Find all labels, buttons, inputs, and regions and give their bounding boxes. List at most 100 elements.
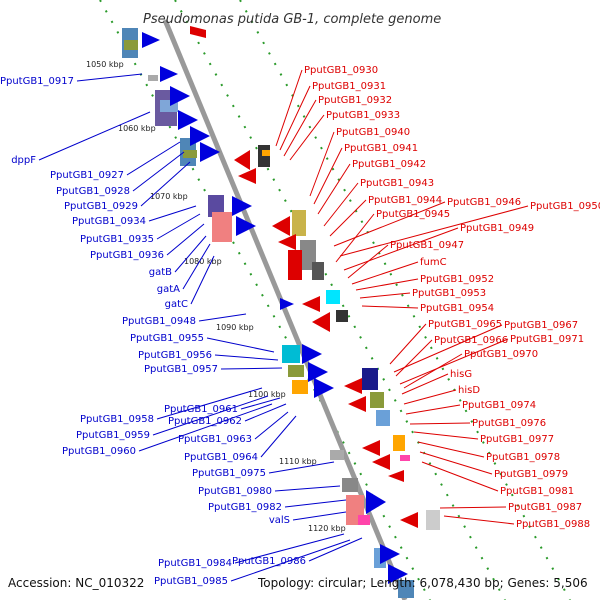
left-leader-line [148, 205, 197, 222]
gene-label-left[interactable]: PputGB1_0982 [208, 502, 282, 513]
right-leader-line [313, 147, 343, 205]
gene-label-left[interactable]: PputGB1_0984 [158, 558, 232, 569]
gene-label-right[interactable]: PputGB1_0942 [352, 159, 426, 170]
gene-label-right[interactable]: PputGB1_0950 [530, 201, 600, 212]
left-leader-line [292, 511, 347, 521]
kbp-mark: 1080 kbp [184, 257, 222, 266]
gene-label-left[interactable]: PputGB1_0959 [76, 430, 150, 441]
right-leader-line [335, 213, 375, 263]
gene-label-right[interactable]: PputGB1_0949 [460, 223, 534, 234]
right-leader-line [417, 441, 485, 458]
gene-label-left[interactable]: PputGB1_0935 [80, 234, 154, 245]
gene-label-right[interactable]: PputGB1_0946 [447, 197, 521, 208]
gene-label-right[interactable]: PputGB1_0977 [480, 434, 554, 445]
left-leader-line [214, 354, 279, 361]
gene-label-right[interactable]: PputGB1_0967 [504, 320, 578, 331]
left-leader-line [132, 151, 185, 192]
kbp-mark: 1110 kbp [279, 457, 317, 466]
left-leader-line [156, 213, 201, 240]
left-leader-line [240, 397, 281, 410]
gene-label-right[interactable]: PputGB1_0945 [376, 209, 450, 220]
gene-label-left[interactable]: PputGB1_0964 [184, 452, 258, 463]
left-leader-line [38, 111, 151, 161]
gene-label-left[interactable]: gatC [165, 299, 188, 310]
left-leader-line [268, 461, 335, 474]
kbp-marks: 1050 kbp 1060 kbp 1070 kbp 1080 kbp 1090… [86, 60, 346, 533]
right-leader-line [399, 338, 509, 385]
gene-label-right[interactable]: PputGB1_0944 [368, 195, 442, 206]
gene-label-right[interactable]: PputGB1_0981 [500, 486, 574, 497]
forward-arrows [142, 32, 408, 584]
left-leader-line [260, 415, 297, 458]
gene-label-left[interactable]: PputGB1_0957 [144, 364, 218, 375]
right-leader-line [395, 339, 433, 377]
gene-label-left[interactable]: gatB [149, 267, 172, 278]
gene-label-left[interactable]: PputGB1_0948 [122, 316, 196, 327]
gene-label-right[interactable]: PputGB1_0943 [360, 178, 434, 189]
gene-label-right[interactable]: PputGB1_0947 [390, 240, 464, 251]
gene-label-left[interactable]: PputGB1_0963 [178, 434, 252, 445]
gene-label-left[interactable]: PputGB1_0928 [56, 186, 130, 197]
right-leader-line [359, 292, 411, 299]
gene-label-left[interactable]: PputGB1_0962 [168, 416, 242, 427]
gene-label-right[interactable]: PputGB1_0970 [464, 349, 538, 360]
right-leader-line [439, 506, 507, 509]
gene-label-left[interactable]: PputGB1_0958 [80, 414, 154, 425]
left-leader-line [190, 255, 215, 305]
gene-label-right[interactable]: hisD [458, 385, 480, 396]
gene-label-right[interactable]: PputGB1_0954 [420, 303, 494, 314]
gene-label-left[interactable]: PputGB1_0927 [50, 170, 124, 181]
kbp-mark: 1070 kbp [150, 192, 188, 201]
gene-label-left[interactable]: PputGB1_0980 [198, 486, 272, 497]
gene-label-left[interactable]: PputGB1_0955 [130, 333, 204, 344]
right-leader-line [355, 278, 419, 291]
gene-label-right[interactable]: PputGB1_0965 [428, 319, 502, 330]
gene-label-left[interactable]: PputGB1_0934 [72, 216, 146, 227]
kbp-mark: 1050 kbp [86, 60, 124, 69]
gene-label-right[interactable]: PputGB1_0979 [494, 469, 568, 480]
gene-label-right[interactable]: fumC [420, 257, 447, 268]
gene-label-left[interactable]: PputGB1_0956 [138, 350, 212, 361]
gene-label-left[interactable]: PputGB1_0961 [164, 404, 238, 415]
gene-label-right[interactable]: PputGB1_0933 [326, 110, 400, 121]
gene-label-right[interactable]: PputGB1_0987 [508, 502, 582, 513]
gene-label-left[interactable]: PputGB1_0929 [64, 201, 138, 212]
left-leader-line [182, 243, 211, 290]
gene-label-right[interactable]: PputGB1_0966 [434, 335, 508, 346]
gene-label-left[interactable]: PputGB1_0917 [0, 76, 74, 87]
gene-label-left[interactable]: gatA [157, 284, 180, 295]
gene-label-right[interactable]: PputGB1_0940 [336, 127, 410, 138]
gene-label-left[interactable]: PputGB1_0985 [154, 576, 228, 587]
left-leader-line [308, 537, 363, 562]
gene-label-left[interactable]: PputGB1_0960 [62, 446, 136, 457]
gene-label-right[interactable]: PputGB1_0941 [344, 143, 418, 154]
right-leader-line [323, 182, 359, 227]
gene-label-left[interactable]: dppF [11, 155, 36, 166]
left-leader-line [274, 485, 341, 492]
gene-label-right[interactable]: hisG [450, 369, 472, 380]
left-leader-line [220, 367, 283, 370]
gene-label-right[interactable]: PputGB1_0974 [462, 400, 536, 411]
feature-blocks [122, 28, 440, 598]
gene-label-left[interactable]: valS [269, 515, 290, 526]
right-leader-line [421, 461, 499, 492]
gene-label-right[interactable]: PputGB1_0932 [318, 95, 392, 106]
gene-label-left[interactable]: PputGB1_0975 [192, 468, 266, 479]
gene-label-right[interactable]: PputGB1_0930 [304, 65, 378, 76]
gene-label-right[interactable]: PputGB1_0971 [510, 334, 584, 345]
right-leader-line [317, 163, 351, 215]
gene-label-right[interactable]: PputGB1_0931 [312, 81, 386, 92]
gene-label-left[interactable]: PputGB1_0986 [232, 556, 306, 567]
left-leader-line [254, 411, 289, 440]
gene-label-right[interactable]: PputGB1_0976 [472, 418, 546, 429]
left-labels: PputGB1_0917 dppF PputGB1_0927PputGB1_0928… [0, 73, 363, 587]
gene-label-right[interactable]: PputGB1_0952 [420, 274, 494, 285]
gene-label-left[interactable]: PputGB1_0936 [90, 250, 164, 261]
left-leader-line [244, 403, 287, 422]
right-leader-line [401, 373, 449, 395]
gene-label-right[interactable]: PputGB1_0978 [486, 452, 560, 463]
gene-label-right[interactable]: PputGB1_0988 [516, 519, 590, 530]
right-leader-line [409, 422, 471, 425]
gene-label-right[interactable]: PputGB1_0953 [412, 288, 486, 299]
kbp-mark: 1060 kbp [118, 124, 156, 133]
